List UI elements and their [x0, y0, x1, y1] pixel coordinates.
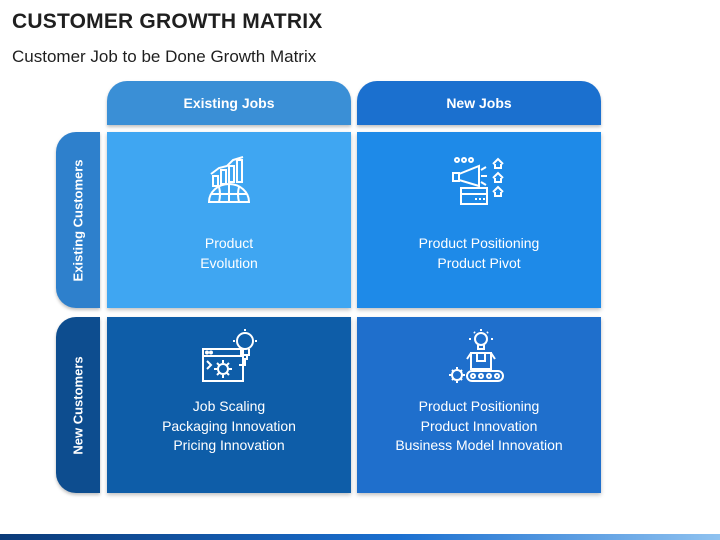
matrix-cell-existing-customers-new-jobs: Product Positioning Product Pivot	[357, 132, 601, 308]
row-header-label: Existing Customers	[70, 158, 86, 282]
megaphone-box-icon	[449, 154, 509, 214]
cell-text-line: Evolution	[200, 254, 258, 271]
matrix-cell-existing-customers-existing-jobs: Product Evolution	[107, 132, 351, 308]
column-header-new-jobs: New Jobs	[357, 81, 601, 125]
growth-globe-icon	[199, 154, 259, 214]
cell-text-line: Product Innovation	[420, 417, 538, 434]
cell-text-line: Product Positioning	[418, 235, 540, 251]
page-subtitle: Customer Job to be Done Growth Matrix	[12, 47, 317, 66]
footer-gradient-bar	[0, 534, 720, 540]
lightbulb-box-conveyor-icon	[449, 329, 509, 389]
cell-text-line: Job Scaling	[192, 398, 266, 414]
cell-text-line: Product	[204, 235, 254, 251]
row-header-new-customers: New Customers	[56, 317, 100, 493]
cell-text-line: Product Pivot	[437, 254, 521, 271]
row-header-existing-customers: Existing Customers	[56, 132, 100, 308]
matrix-cell-new-customers-new-jobs: Product Positioning Product Innovation B…	[357, 317, 601, 493]
lightbulb-gear-window-icon	[199, 329, 259, 389]
row-header-label: New Customers	[70, 355, 86, 455]
column-header-label: New Jobs	[446, 95, 512, 111]
matrix-cell-new-customers-existing-jobs: Job Scaling Packaging Innovation Pricing…	[107, 317, 351, 493]
column-header-label: Existing Jobs	[183, 95, 275, 111]
cell-text-line: Product Positioning	[418, 398, 540, 414]
cell-text-line: Packaging Innovation	[162, 417, 296, 434]
cell-text-line: Pricing Innovation	[173, 437, 285, 453]
column-header-existing-jobs: Existing Jobs	[107, 81, 351, 125]
page-title: CUSTOMER GROWTH MATRIX	[12, 10, 323, 33]
cell-text-line: Business Model Innovation	[395, 437, 563, 453]
